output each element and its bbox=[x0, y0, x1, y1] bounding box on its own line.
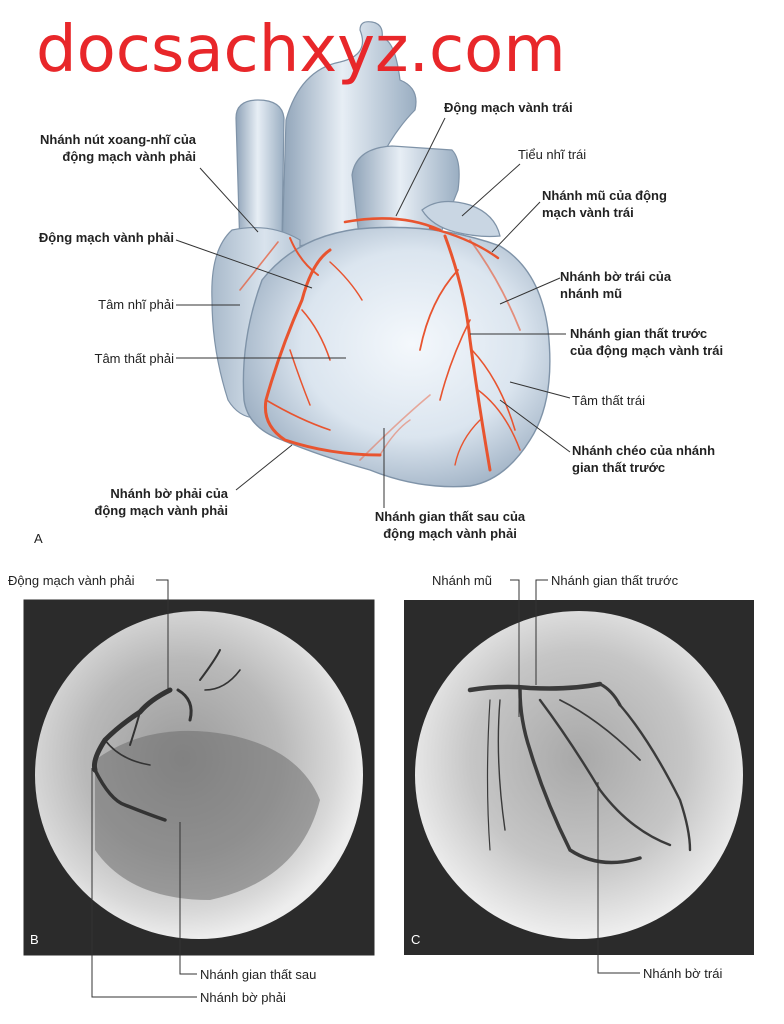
label-c-left-marginal: Nhánh bờ trái bbox=[643, 966, 723, 981]
label-b-right-marginal: Nhánh bờ phải bbox=[200, 990, 286, 1005]
ventricles bbox=[242, 226, 551, 488]
label-b-right-coronary-artery: Động mạch vành phải bbox=[8, 573, 135, 588]
label-left-ventricle: Tâm thất trái bbox=[572, 393, 645, 408]
leader-lines bbox=[175, 117, 571, 508]
panel-c-fluoro-field bbox=[415, 611, 743, 939]
label-circumflex-branch: Nhánh mũ của động mạch vành trái bbox=[542, 188, 667, 220]
aorta bbox=[281, 21, 417, 251]
label-c-circumflex: Nhánh mũ bbox=[432, 573, 492, 588]
angio-leader-lines bbox=[91, 579, 640, 998]
label-b-posterior-descending: Nhánh gian thất sau bbox=[200, 967, 317, 982]
superior-vena-cava bbox=[235, 99, 285, 251]
label-left-coronary-artery: Động mạch vành trái bbox=[444, 100, 573, 115]
left-auricle bbox=[421, 200, 501, 238]
angiogram-panels bbox=[23, 579, 754, 998]
label-right-marginal-branch: Nhánh bờ phải của động mạch vành phải bbox=[94, 486, 228, 518]
panel-c-vessels bbox=[467, 681, 692, 865]
label-sa-nodal-branch: Nhánh nút xoang-nhĩ của động mạch vành p… bbox=[40, 132, 196, 164]
label-diagonal-branch: Nhánh chéo của nhánh gian thất trước bbox=[572, 443, 716, 475]
panel-letter-c: C bbox=[411, 932, 421, 947]
label-right-coronary-artery: Động mạch vành phải bbox=[38, 230, 174, 245]
panel-b-vessels bbox=[92, 649, 241, 822]
panel-letter-a: A bbox=[34, 531, 43, 546]
label-right-atrium: Tâm nhĩ phải bbox=[98, 297, 174, 312]
panel-letter-b: B bbox=[30, 932, 39, 947]
heart-illustration bbox=[175, 21, 571, 508]
label-c-anterior-interventricular: Nhánh gian thất trước bbox=[551, 573, 679, 588]
label-left-auricle: Tiểu nhĩ trái bbox=[518, 147, 587, 162]
coronary-arteries bbox=[239, 217, 521, 472]
panel-b-shadow bbox=[95, 730, 320, 900]
watermark: docsachxyz.com bbox=[36, 13, 566, 87]
label-anterior-interventricular-branch: Nhánh gian thất trước của động mạch vành… bbox=[570, 326, 724, 358]
label-posterior-descending-branch: Nhánh gian thất sau của động mạch vành p… bbox=[374, 509, 526, 541]
label-right-ventricle: Tâm thất phải bbox=[94, 351, 175, 366]
label-left-marginal-branch: Nhánh bờ trái của nhánh mũ bbox=[560, 269, 672, 301]
